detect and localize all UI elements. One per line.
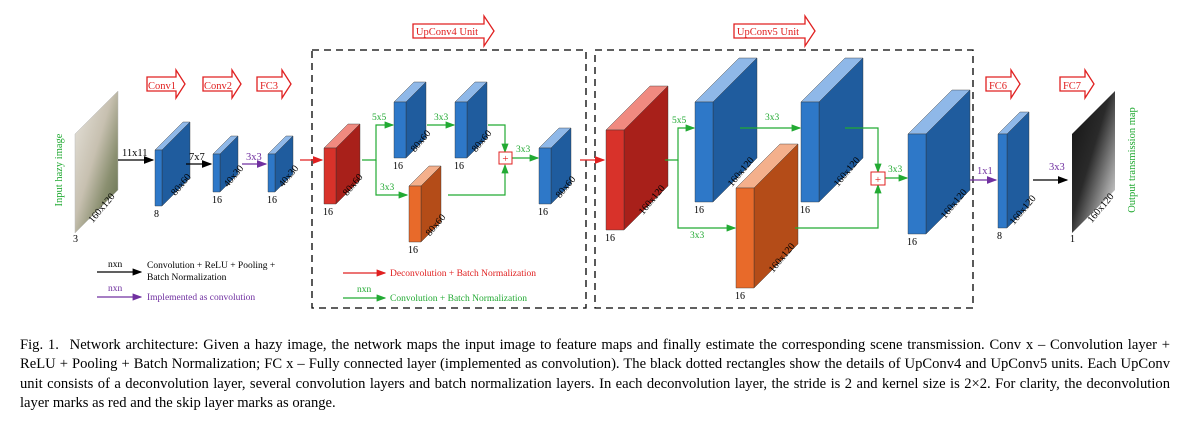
input-hazy-image <box>74 90 119 234</box>
output-channels: 1 <box>1070 234 1075 245</box>
kernel-5x5-u5: 5x5 <box>672 116 687 126</box>
kernel-1x1: 1x1 <box>977 166 993 177</box>
upconv4-sum-node: + <box>498 151 513 165</box>
upconv5-unit-arrow: UpConv5 Unit <box>733 13 816 49</box>
block-u4-blue1-channels: 16 <box>393 161 403 172</box>
conv2-label: Conv2 <box>204 81 232 92</box>
input-channels: 3 <box>73 234 78 245</box>
kernel-3x3-u4a: 3x3 <box>434 113 449 123</box>
conv2-unit-arrow: Conv2 <box>202 67 242 101</box>
svg-text:+: + <box>502 153 508 165</box>
conv1-unit-arrow: Conv1 <box>146 67 186 101</box>
fc7-unit-arrow: FC7 <box>1059 67 1095 101</box>
kernel-3x3-u5b: 3x3 <box>690 231 705 241</box>
block-u5-out-channels: 16 <box>907 237 917 248</box>
block-b2-channels: 16 <box>212 195 222 206</box>
network-diagram: Conv1 Conv2 FC3 UpConv4 Unit UpConv5 Uni… <box>54 13 1138 309</box>
upconv5-label: UpConv5 Unit <box>737 27 799 38</box>
fc3-label: FC3 <box>260 81 278 92</box>
kernel-3x3-fc3: 3x3 <box>246 152 262 163</box>
upconv4-arrows <box>362 121 540 199</box>
block-b3-channels: 16 <box>267 195 277 206</box>
output-transmission-map <box>1072 91 1115 233</box>
kernel-7x7: 7x7 <box>189 152 205 163</box>
main-arrows <box>118 156 1069 184</box>
kernel-3x3-u5a: 3x3 <box>765 113 780 123</box>
upconv4-unit-arrow: UpConv4 Unit <box>412 13 495 49</box>
block-u4-red-channels: 16 <box>323 207 333 218</box>
block-u4-orange-channels: 16 <box>408 245 418 256</box>
output-side-label: Output transmission map <box>1127 107 1138 213</box>
feature-blocks: 880x601640x301640x301680x601680x601680x6… <box>154 57 1039 302</box>
kernel-3x3-u5c: 3x3 <box>888 165 903 175</box>
kernel-3x3-u4c: 3x3 <box>516 145 531 155</box>
kernel-5x5-u4: 5x5 <box>372 113 387 123</box>
caption-text: Network architecture: Given a hazy image… <box>20 337 1170 412</box>
figure-caption: Fig. 1. Network architecture: Given a ha… <box>20 336 1170 414</box>
legend-conv-relu-text-2: Batch Normalization <box>147 273 227 283</box>
block-u5-orange-channels: 16 <box>735 291 745 302</box>
upconv5-arrows <box>665 124 909 232</box>
upconv5-box <box>594 49 974 309</box>
legend-conv-relu-text-1: Convolution + ReLU + Pooling + <box>147 261 275 271</box>
legend-nxn-black: nxn <box>108 260 123 270</box>
kernel-3x3-fc7: 3x3 <box>1049 162 1065 173</box>
figure-number: Fig. 1. <box>20 337 59 353</box>
fc3-unit-arrow: FC3 <box>256 67 292 101</box>
legend-deconv-text: Deconvolution + Batch Normalization <box>390 269 536 279</box>
upconv4-box <box>311 49 587 309</box>
fc7-label: FC7 <box>1063 81 1081 92</box>
block-u4-out-channels: 16 <box>538 207 548 218</box>
kernel-3x3-u4b: 3x3 <box>380 183 395 193</box>
legend-nxn-green: nxn <box>357 285 372 295</box>
legend: nxn Convolution + ReLU + Pooling + Batch… <box>97 260 536 304</box>
kernel-11x11: 11x11 <box>122 148 147 159</box>
svg-text:+: + <box>875 174 881 186</box>
block-fc6-channels: 8 <box>997 231 1002 242</box>
conv1-label: Conv1 <box>148 81 176 92</box>
block-b1-channels: 8 <box>154 209 159 220</box>
legend-conv-bn-text: Convolution + Batch Normalization <box>390 294 527 304</box>
block-u4-blue2-channels: 16 <box>454 161 464 172</box>
legend-nxn-purple: nxn <box>108 284 123 294</box>
legend-implemented-text: Implemented as convolution <box>147 293 255 303</box>
upconv5-sum-node: + <box>870 171 886 186</box>
fc6-unit-arrow: FC6 <box>985 67 1021 101</box>
fc6-label: FC6 <box>989 81 1007 92</box>
block-u5-red-channels: 16 <box>605 233 615 244</box>
input-side-label: Input hazy image <box>54 133 65 206</box>
upconv4-label: UpConv4 Unit <box>416 27 478 38</box>
block-u5-blue1-channels: 16 <box>694 205 704 216</box>
block-u5-blue2-channels: 16 <box>800 205 810 216</box>
